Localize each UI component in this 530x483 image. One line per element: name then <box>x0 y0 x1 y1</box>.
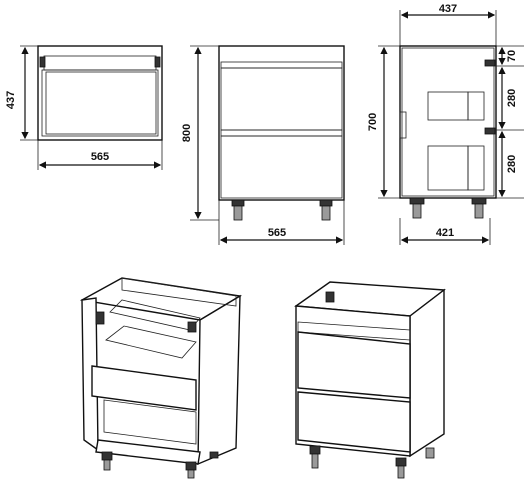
front-view-width-label: 565 <box>268 227 286 239</box>
isometric-closed-cabinet <box>294 281 446 479</box>
top-view-height-label: 437 <box>5 91 17 109</box>
side-view-segment-bottom-label: 280 <box>506 155 518 173</box>
front-view: 800 565 <box>181 45 345 245</box>
side-view-segment-middle-label: 280 <box>506 89 518 107</box>
front-view-height-label: 800 <box>181 124 193 142</box>
top-view: 437 565 <box>5 45 163 170</box>
side-view-bottom-width-label: 421 <box>436 227 454 239</box>
side-view-height-label: 700 <box>367 113 379 131</box>
isometric-open-cabinet <box>79 277 243 479</box>
side-view: 437 700 70 280 280 421 <box>367 3 524 245</box>
side-view-top-width-label: 437 <box>439 3 457 15</box>
side-view-segment-top-label: 70 <box>506 50 518 62</box>
top-view-width-label: 565 <box>91 151 109 163</box>
